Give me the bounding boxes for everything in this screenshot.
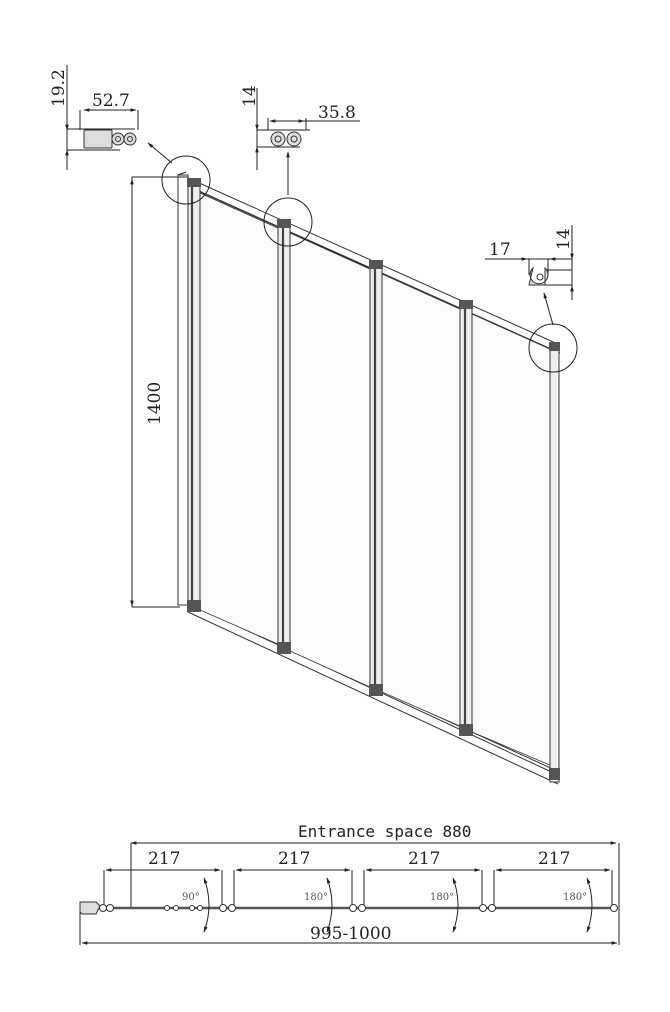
leader-arrow: [543, 292, 554, 326]
glass-panel: [471, 313, 553, 767]
detail-hinge-profile: 14 35.8: [240, 85, 360, 195]
glass-panel: [289, 232, 373, 689]
panel-width-label: 217: [278, 849, 310, 869]
vertical-profiles: [187, 181, 560, 783]
rotation-label: 180°: [304, 892, 328, 903]
dim-label-height: 1400: [145, 382, 165, 425]
glass-panel: [199, 192, 281, 646]
dim-label-width: 17: [489, 240, 511, 260]
panel-width-label: 217: [148, 849, 180, 869]
dim-label-height: 14: [554, 228, 574, 250]
detail-end-profile: 17 14: [485, 225, 574, 326]
hinge-blocks: [187, 178, 560, 780]
dim-label-height: 14: [240, 85, 260, 107]
panel-width-dims: 217 217 217 217: [103, 849, 613, 905]
profile-shape: [270, 131, 302, 147]
rotation-label: 90°: [182, 892, 200, 903]
rotation-label: 180°: [430, 892, 454, 903]
detail-wall-profile: 19.2 52.7: [49, 65, 173, 170]
plan-view: Entrance space 880 217 217 217 217: [79, 822, 620, 945]
panel-width-label: 217: [408, 849, 440, 869]
rotation-arc: [586, 877, 593, 933]
rotation-arc: [326, 877, 333, 933]
dim-label-width: 35.8: [318, 103, 356, 123]
overall-width-label: 995-1000: [310, 924, 391, 944]
wall-bracket: [79, 901, 101, 915]
leader-arrow: [147, 142, 173, 164]
wall-profile-post: [177, 174, 189, 606]
rotation-arc: [452, 877, 459, 933]
dim-label-width: 52.7: [92, 91, 130, 111]
screen-elevation: 1400: [130, 155, 578, 785]
rotation-label: 180°: [563, 892, 587, 903]
panel-width-label: 217: [538, 849, 570, 869]
detail-circle: [161, 155, 211, 205]
profile-shape: [528, 266, 549, 286]
rotation-indicators: 90° 180° 180° 180°: [182, 877, 593, 933]
entrance-space-label: Entrance space 880: [298, 822, 471, 841]
profile-shape: [83, 129, 137, 149]
dim-label-height: 19.2: [49, 69, 69, 107]
rotation-arc: [203, 877, 210, 933]
glass-panel: [381, 273, 463, 728]
detail-circle: [263, 197, 313, 247]
plan-hinges: [99, 904, 618, 912]
detail-circle: [528, 323, 578, 373]
